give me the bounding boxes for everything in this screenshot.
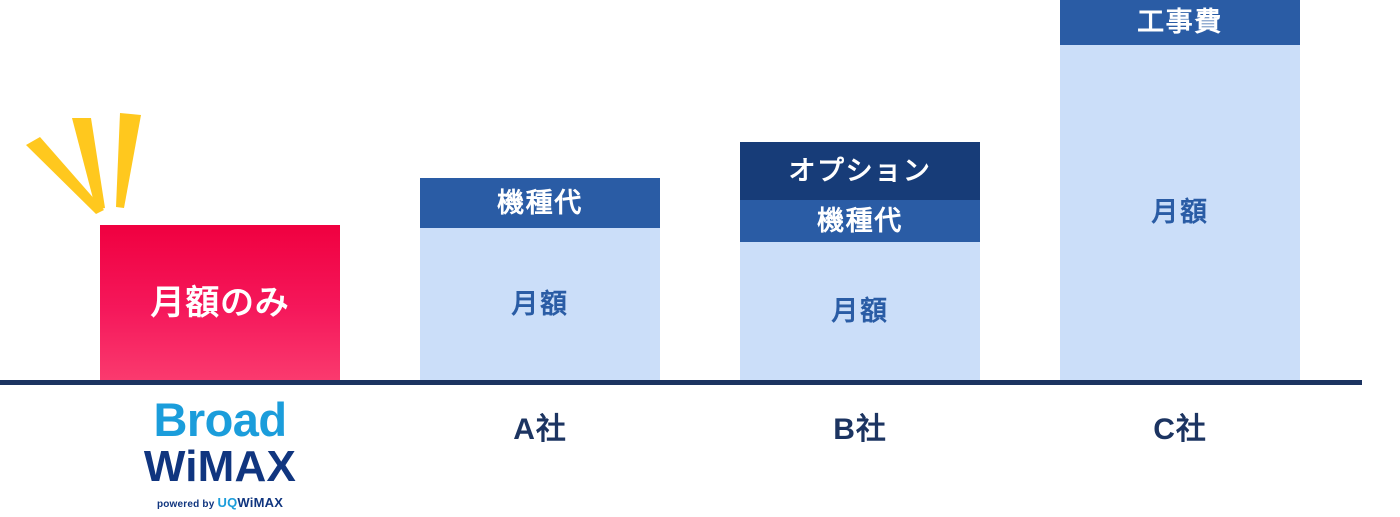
bar-segment-monthly-fee: 月額 (740, 242, 980, 380)
bar-segment-monthly-only: 月額のみ (100, 225, 340, 380)
category-label-company-a: A社 (513, 413, 567, 446)
burst-rays-icon (26, 113, 141, 214)
bar-segment-device-fee: 機種代 (740, 200, 980, 242)
bar-segment-label: 月額のみ (150, 283, 290, 322)
bar-segment-label: 機種代 (817, 205, 903, 236)
bar-segment-option-fee: オプション (740, 142, 980, 200)
bar-broad-wimax: 月額のみ (100, 225, 340, 380)
uq-wordmark: UQ (217, 495, 238, 510)
bar-segment-label: 月額 (831, 295, 889, 326)
burst-ray-left (26, 137, 104, 214)
bar-company-b: オプション 機種代 月額 (740, 142, 980, 380)
bar-company-c: 工事費 月額 (1060, 0, 1300, 380)
burst-ray-right (116, 113, 141, 208)
category-label-company-b: B社 (833, 413, 887, 446)
axis-baseline (0, 380, 1362, 385)
bar-company-a: 機種代 月額 (420, 178, 660, 380)
bar-segment-label: オプション (788, 155, 932, 186)
bar-segment-monthly-fee: 月額 (1060, 45, 1300, 380)
bar-segment-construction-fee: 工事費 (1060, 0, 1300, 45)
burst-ray-middle (72, 118, 105, 210)
brand-logo-powered-by: powered by UQWiMAX (100, 496, 340, 510)
brand-logo-broad-wimax: Broad WiMAX powered by UQWiMAX (100, 396, 340, 510)
bar-segment-label: 機種代 (497, 187, 583, 218)
uq-wimax-wordmark: WiMAX (237, 495, 284, 510)
brand-logo-line-wimax: WiMAX (143, 442, 297, 491)
brand-logo-line-broad: Broad (153, 393, 288, 446)
bar-segment-label: 月額 (1151, 197, 1209, 227)
bar-segment-device-fee: 機種代 (420, 178, 660, 228)
category-label-company-c: C社 (1153, 413, 1207, 446)
bar-segment-label: 工事費 (1137, 7, 1223, 37)
bar-segment-label: 月額 (511, 288, 569, 319)
powered-by-text: powered by (156, 499, 215, 510)
bar-segment-monthly-fee: 月額 (420, 228, 660, 380)
